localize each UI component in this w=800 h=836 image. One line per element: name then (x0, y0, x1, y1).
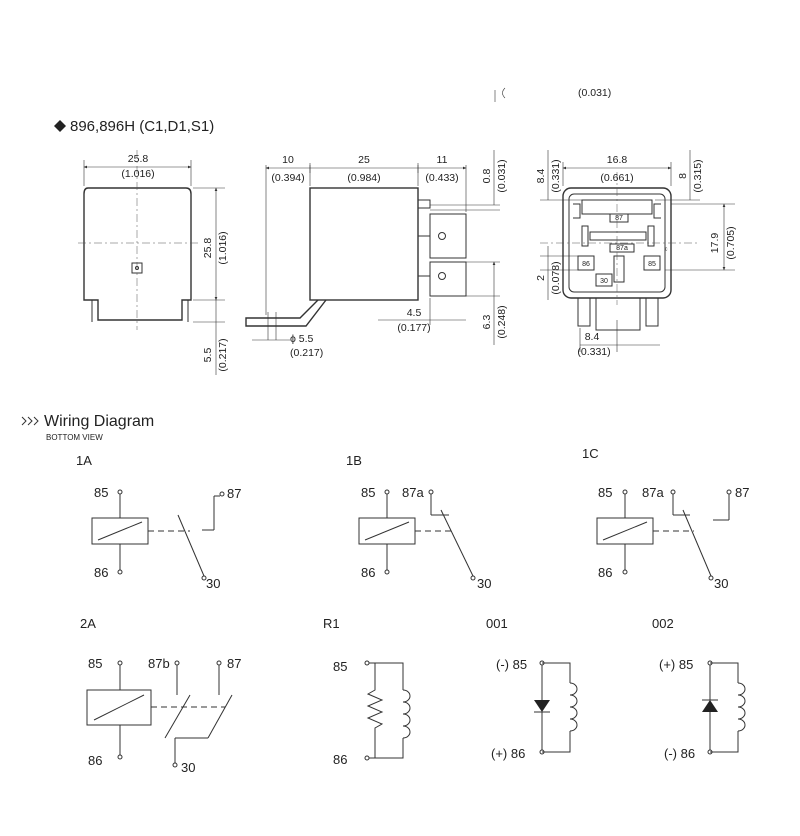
diagram-1b-name: 1B (346, 453, 362, 468)
coil-icon (569, 682, 578, 732)
front-width-in: (1.016) (121, 168, 154, 180)
wiring-header: Wiring Diagram BOTTOM VIEW (21, 413, 154, 442)
side-d6-in: (0.248) (496, 305, 508, 338)
diagram-1a-name: 1A (76, 453, 92, 468)
side-d2-in: (0.984) (347, 172, 380, 184)
diode-icon (702, 700, 718, 712)
ul-mark-icon: ᶜ (665, 247, 668, 254)
terminal-30: 30 (206, 576, 220, 591)
side-d1-mm: 10 (282, 154, 294, 166)
front-height-mm: 25.8 (202, 238, 214, 259)
coil-icon (737, 682, 746, 732)
front-height-in: (1.016) (217, 231, 229, 264)
diagram-1b: 1B 85 86 87a 30 (346, 453, 491, 591)
pin-30-label: 30 (600, 278, 608, 285)
terminal-86: 86 (333, 752, 347, 767)
coil-icon (402, 689, 411, 739)
side-d4-mm: 0.8 (481, 169, 493, 184)
diagram-r1: R1 85 86 (323, 616, 411, 767)
pin-85-label: 85 (648, 261, 656, 268)
pin-87a-label: 87a (616, 245, 628, 252)
diagram-r1-name: R1 (323, 616, 340, 631)
cut-off-header: (0.031) (494, 87, 611, 102)
bottom-w-in: (0.661) (600, 172, 633, 184)
front-view: 25.8 (1.016) 25.8 (1.016) 5.5 (0.217) (78, 150, 229, 375)
triple-chevron-icon (21, 416, 39, 426)
terminal-86: 86 (361, 565, 375, 580)
terminal-30: 30 (181, 760, 195, 775)
front-foot-mm: 5.5 (202, 348, 214, 363)
bottom-tr-mm: 8 (677, 173, 689, 179)
model-title-group: 896,896H (C1,D1,S1) (54, 118, 214, 135)
side-view: 10 (0.394) 25 (0.984) 11 (0.433) 0.8 (0.… (245, 150, 508, 359)
diagram-1a: 1A 85 86 87 30 (76, 453, 241, 591)
terminal-85: 85 (88, 656, 102, 671)
terminal-86: 86 (598, 565, 612, 580)
bottom-h-mm: 17.9 (709, 233, 721, 254)
terminal-86: 86 (94, 565, 108, 580)
terminal-87: 87 (227, 656, 241, 671)
bottom-tr-in: (0.315) (692, 159, 704, 192)
terminal-85: 85 (361, 485, 375, 500)
diagram-2a-name: 2A (80, 616, 96, 631)
diagram-001-name: 001 (486, 616, 508, 631)
cut-top-text: (0.031) (578, 87, 611, 99)
terminal-30: 30 (477, 576, 491, 591)
wiring-title: Wiring Diagram (44, 413, 154, 430)
side-d3-in: (0.433) (425, 172, 458, 184)
bottom-tl-mm: 8.4 (535, 169, 547, 184)
pin-87-label: 87 (615, 215, 623, 222)
wiring-subtitle: BOTTOM VIEW (46, 433, 103, 442)
bottom-tl-in: (0.331) (550, 159, 562, 192)
front-width-mm: 25.8 (128, 153, 149, 165)
terminal-86: (+) 86 (491, 746, 525, 761)
terminal-87b: 87b (148, 656, 170, 671)
terminal-87: 87 (227, 486, 241, 501)
terminal-86: 86 (88, 753, 102, 768)
front-foot-in: (0.217) (217, 338, 229, 371)
terminal-85: (-) 85 (496, 657, 527, 672)
pin-86-label: 86 (582, 261, 590, 268)
terminal-85: 85 (333, 659, 347, 674)
terminal-30: 30 (714, 576, 728, 591)
side-d5-in: (0.177) (397, 322, 430, 334)
side-hole-in: (0.217) (290, 347, 323, 359)
terminal-86: (-) 86 (664, 746, 695, 761)
side-d6-mm: 6.3 (481, 315, 493, 330)
bottom-b-in: (0.331) (577, 346, 610, 358)
side-d3-mm: 11 (437, 154, 448, 166)
diode-icon (534, 700, 550, 712)
diagram-2a: 2A 85 86 87b 87 30 (80, 616, 241, 775)
bottom-view: 87 87a 86 85 30 ᶜ 16.8 (0.661) 8.4 (0.33… (535, 150, 737, 358)
terminal-85: 85 (598, 485, 612, 500)
diagram-002-name: 002 (652, 616, 674, 631)
terminal-87a: 87a (642, 485, 664, 500)
bottom-w-mm: 16.8 (607, 154, 628, 166)
model-title: 896,896H (C1,D1,S1) (70, 118, 214, 135)
diagram-001: 001 (-) 85 (+) 86 (486, 616, 578, 761)
terminal-87: 87 (735, 485, 749, 500)
side-d5-mm: 4.5 (407, 307, 422, 319)
bottom-h-in: (0.705) (725, 226, 737, 259)
diagram-1c-name: 1C (582, 446, 599, 461)
bottom-l-in: (0.078) (550, 261, 562, 294)
bottom-b-mm: 8.4 (585, 331, 600, 343)
diamond-icon (54, 120, 66, 132)
side-hole-mm: ϕ 5.5 (290, 333, 314, 345)
terminal-87a: 87a (402, 485, 424, 500)
diagram-002: 002 (+) 85 (-) 86 (652, 616, 746, 761)
side-d2-mm: 25 (358, 154, 370, 166)
terminal-85: 85 (94, 485, 108, 500)
bottom-l-mm: 2 (535, 275, 547, 281)
side-d1-in: (0.394) (271, 172, 304, 184)
terminal-85: (+) 85 (659, 657, 693, 672)
diagram-1c: 1C 85 86 87a 87 30 (582, 446, 749, 591)
side-d4-in: (0.031) (496, 159, 508, 192)
